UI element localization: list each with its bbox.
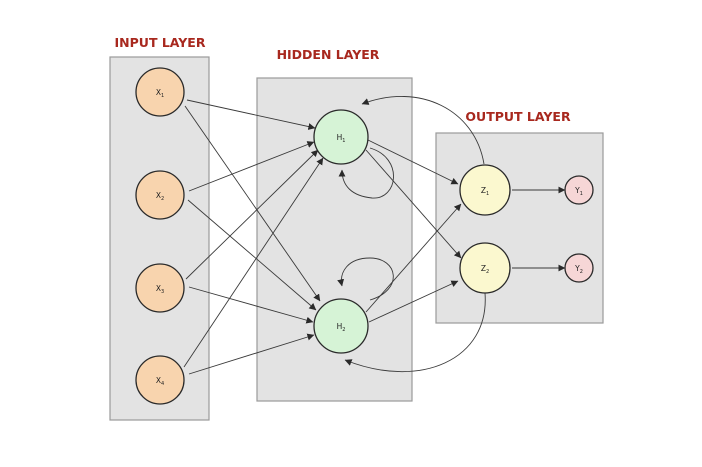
edge-x4-h2 [188, 333, 315, 375]
node-x2: X2 [135, 170, 185, 220]
node-h1-circle [313, 109, 369, 165]
node-h2-label: H2 [337, 322, 346, 333]
node-z1-base: Z [481, 186, 486, 195]
node-z1: Z1 [459, 164, 511, 216]
input-to-hidden-edges [183, 99, 324, 375]
node-x3-base: X [156, 284, 161, 293]
node-x3: X3 [135, 263, 185, 313]
node-x2-label: X2 [156, 191, 164, 202]
node-x1: X1 [135, 67, 185, 117]
feedback-z2-h2 [344, 292, 486, 373]
edge-h1-z2 [365, 149, 462, 259]
node-z2-sub: 2 [486, 269, 489, 275]
edge-h2-z1 [365, 203, 462, 313]
node-x3-label: X3 [156, 284, 164, 295]
node-x2-sub: 2 [161, 196, 164, 202]
node-h2-sub: 2 [342, 327, 345, 333]
node-x4-sub: 4 [161, 381, 164, 387]
node-x4-base: X [156, 376, 161, 385]
output-to-final-edges [512, 186, 566, 272]
node-y2-circle [564, 253, 594, 283]
edge-x1-h2 [184, 105, 321, 302]
node-y1-label: Y1 [574, 186, 583, 197]
edge-x2-h1 [188, 141, 315, 192]
node-h1-sub: 1 [342, 138, 345, 144]
node-y2: Y2 [564, 253, 594, 283]
node-x1-sub: 1 [161, 93, 164, 99]
feedback-z1-h1 [361, 96, 485, 165]
node-y1-circle [564, 175, 594, 205]
node-z2-circle [459, 242, 511, 294]
node-z2-label: Z2 [481, 264, 489, 275]
node-x3-sub: 3 [161, 289, 164, 295]
edge-x1-h1 [186, 99, 316, 130]
node-z2: Z2 [459, 242, 511, 294]
node-x4-circle [135, 355, 185, 405]
edge-x3-h2 [188, 286, 314, 324]
self-loop-h1 [338, 147, 394, 199]
node-y2-sub: 2 [580, 269, 583, 275]
node-z1-label: Z1 [481, 186, 489, 197]
node-x4-label: X4 [156, 376, 164, 387]
node-x3-circle [135, 263, 185, 313]
node-h1-base: H [337, 133, 343, 142]
node-y1-sub: 1 [580, 191, 583, 197]
node-y2-base: Y [574, 264, 580, 273]
node-y1-base: Y [574, 186, 580, 195]
node-x2-circle [135, 170, 185, 220]
node-h1: H1 [313, 109, 369, 165]
edge-x2-h2 [187, 199, 317, 311]
input-layer-title: INPUT LAYER [115, 35, 206, 50]
node-z2-base: Z [481, 264, 486, 273]
node-z1-circle [459, 164, 511, 216]
self-loop-h2 [337, 257, 394, 301]
edge-h1-z1 [367, 139, 459, 185]
node-z1-sub: 1 [486, 191, 489, 197]
output-layer-title: OUTPUT LAYER [465, 109, 571, 124]
node-x4: X4 [135, 355, 185, 405]
node-y1: Y1 [564, 175, 594, 205]
node-x2-base: X [156, 191, 161, 200]
hidden-to-output-edges [365, 139, 462, 323]
edge-x3-h1 [185, 149, 319, 280]
node-h1-label: H1 [337, 133, 346, 144]
edge-h2-z2 [368, 280, 459, 323]
edge-x4-h1 [183, 157, 324, 368]
node-x1-circle [135, 67, 185, 117]
node-y2-label: Y2 [574, 264, 583, 275]
node-h2-base: H [337, 322, 343, 331]
node-h2: H2 [313, 298, 369, 354]
hidden-layer-title: HIDDEN LAYER [277, 47, 380, 62]
node-h2-circle [313, 298, 369, 354]
node-x1-label: X1 [156, 88, 164, 99]
output-layer-panel [435, 132, 604, 324]
node-x1-base: X [156, 88, 161, 97]
